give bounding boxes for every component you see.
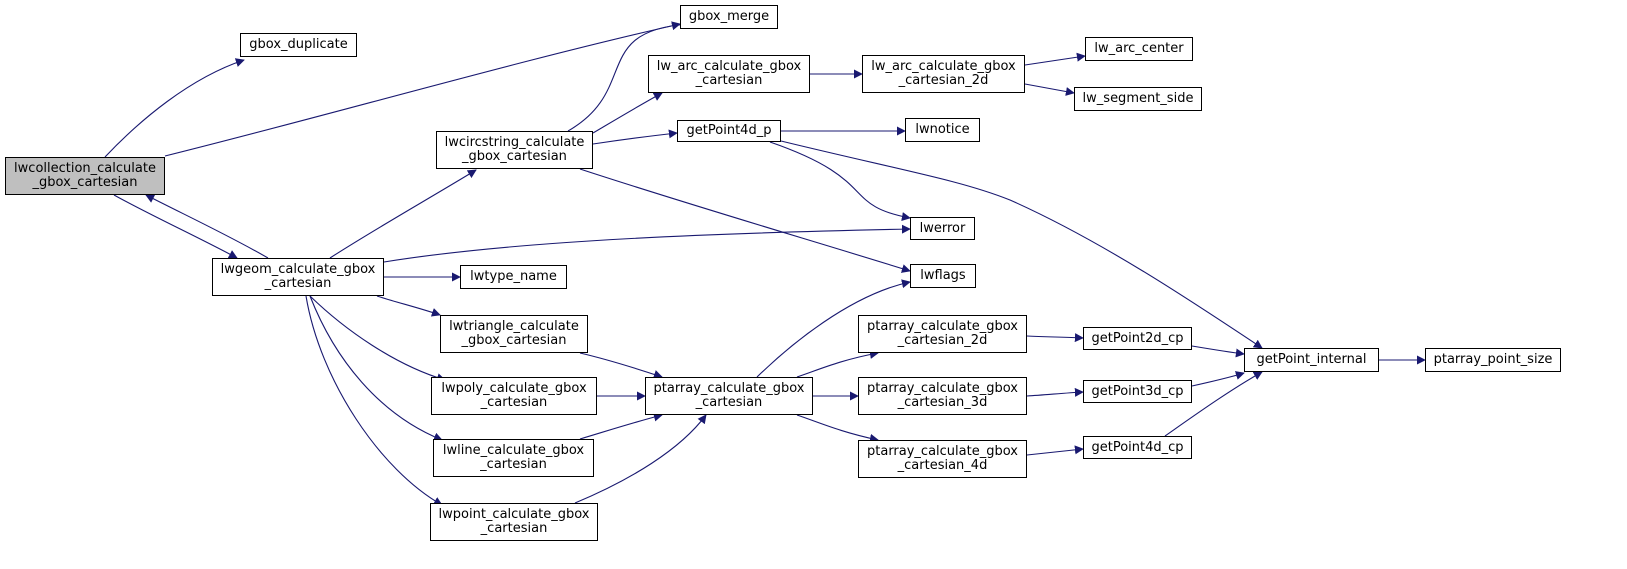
node-getpoint3d-cp[interactable]: getPoint3d_cp bbox=[1083, 380, 1192, 403]
node-label: gbox_duplicate bbox=[249, 37, 348, 52]
node-label: ptarray_calculate_gbox_cartesian_3d bbox=[867, 381, 1018, 410]
node-label: lwnotice bbox=[915, 122, 970, 137]
node-label: lw_arc_calculate_gbox_cartesian_2d bbox=[871, 59, 1016, 88]
edge-getpoint3d-cp-to-getpoint-internal bbox=[1191, 371, 1245, 387]
edge-lwline-to-ptarray-calc bbox=[579, 412, 663, 440]
node-lw-arc-calculate-gbox-cartesian[interactable]: lw_arc_calculate_gbox_cartesian bbox=[648, 55, 810, 93]
node-label: ptarray_calculate_gbox_cartesian_2d bbox=[867, 319, 1018, 348]
node-label: lwgeom_calculate_gbox_cartesian bbox=[220, 262, 376, 291]
edge-lwgeom-to-lwcircstring bbox=[329, 169, 477, 259]
edge-lwgeom-to-lwtriangle bbox=[376, 295, 441, 317]
node-lwflags[interactable]: lwflags bbox=[910, 264, 976, 288]
node-getpoint-internal[interactable]: getPoint_internal bbox=[1244, 348, 1379, 372]
node-label: getPoint_internal bbox=[1256, 352, 1367, 367]
node-lw-arc-center[interactable]: lw_arc_center bbox=[1085, 37, 1193, 61]
node-lwerror[interactable]: lwerror bbox=[910, 217, 975, 240]
node-label: getPoint3d_cp bbox=[1091, 383, 1184, 399]
node-lwtype-name[interactable]: lwtype_name bbox=[460, 265, 567, 289]
node-label: lwcollection_calculate_gbox_cartesian bbox=[14, 161, 156, 190]
node-gbox-merge[interactable]: gbox_merge bbox=[680, 5, 778, 29]
node-label: lwtriangle_calculate_gbox_cartesian bbox=[449, 319, 579, 348]
node-lwpoly-calculate-gbox-cartesian[interactable]: lwpoly_calculate_gbox_cartesian bbox=[431, 377, 597, 415]
node-label: ptarray_point_size bbox=[1433, 352, 1553, 367]
node-label: lwpoint_calculate_gbox_cartesian bbox=[438, 507, 590, 536]
edge-lwgeom-to-lwcollection bbox=[145, 194, 269, 259]
node-lw-segment-side[interactable]: lw_segment_side bbox=[1074, 87, 1202, 111]
edge-lwgeom-to-lwpoly bbox=[309, 295, 446, 382]
edge-lwcircstring-to-getpoint4d-p bbox=[592, 129, 678, 145]
edge-getpoint4d-cp-to-getpoint-internal bbox=[1164, 371, 1263, 437]
edge-getpoint4d-p-to-lwerror bbox=[769, 141, 911, 221]
node-ptarray-calculate-gbox-cartesian-4d[interactable]: ptarray_calculate_gbox_cartesian_4d bbox=[858, 440, 1027, 478]
edge-lw-arc-calc-2d-to-lw-arc-center bbox=[1024, 52, 1086, 66]
node-ptarray-calculate-gbox-cartesian-2d[interactable]: ptarray_calculate_gbox_cartesian_2d bbox=[858, 315, 1027, 353]
node-label: ptarray_calculate_gbox_cartesian_4d bbox=[867, 444, 1018, 473]
edge-lwcircstring-to-lw-arc-calc bbox=[592, 92, 663, 134]
node-label: getPoint4d_cp bbox=[1091, 439, 1184, 455]
edge-lwtriangle-to-ptarray-calc bbox=[579, 352, 663, 379]
node-label: ptarray_calculate_gbox_cartesian bbox=[653, 381, 805, 410]
node-lwcollection-calculate-gbox-cartesian[interactable]: lwcollection_calculate_gbox_cartesian bbox=[5, 157, 165, 195]
edge-lwgeom-to-lwerror bbox=[383, 224, 911, 263]
node-label: lw_arc_calculate_gbox_cartesian bbox=[656, 59, 802, 88]
edge-lw-arc-calc-2d-to-lw-segment-side bbox=[1024, 83, 1075, 96]
node-label: lwtype_name bbox=[470, 269, 557, 284]
node-lw-arc-calculate-gbox-cartesian-2d[interactable]: lw_arc_calculate_gbox_cartesian_2d bbox=[862, 55, 1025, 93]
node-getpoint4d-cp[interactable]: getPoint4d_cp bbox=[1083, 436, 1192, 459]
edge-ptarray-calc-to-ptarray-4d bbox=[796, 414, 879, 443]
node-getpoint2d-cp[interactable]: getPoint2d_cp bbox=[1083, 327, 1192, 350]
node-label: lwpoly_calculate_gbox_cartesian bbox=[441, 381, 587, 410]
node-label: lwcircstring_calculate_gbox_cartesian bbox=[444, 135, 585, 164]
node-lwgeom-calculate-gbox-cartesian[interactable]: lwgeom_calculate_gbox_cartesian bbox=[212, 258, 384, 296]
node-lwnotice[interactable]: lwnotice bbox=[905, 118, 980, 142]
node-label: getPoint2d_cp bbox=[1091, 330, 1184, 346]
node-lwline-calculate-gbox-cartesian[interactable]: lwline_calculate_gbox_cartesian bbox=[433, 439, 594, 477]
node-label: lwline_calculate_gbox_cartesian bbox=[442, 443, 585, 472]
node-label: lwerror bbox=[919, 220, 966, 236]
edge-lwgeom-to-lwline bbox=[309, 295, 443, 442]
edge-lwcircstring-to-gbox-merge bbox=[567, 19, 691, 132]
node-label: lw_segment_side bbox=[1082, 91, 1194, 106]
node-ptarray-calculate-gbox-cartesian[interactable]: ptarray_calculate_gbox_cartesian bbox=[645, 377, 813, 415]
edge-ptarray-2d-to-getpoint2d-cp bbox=[1026, 333, 1084, 343]
edge-lwpoint-to-ptarray-calc bbox=[574, 414, 707, 504]
node-label: getPoint4d_p bbox=[686, 123, 772, 138]
edge-getpoint4d-p-to-getpoint-internal bbox=[780, 140, 1263, 349]
node-lwcircstring-calculate-gbox-cartesian[interactable]: lwcircstring_calculate_gbox_cartesian bbox=[436, 131, 593, 169]
edge-lwcollection-to-gbox-merge bbox=[164, 21, 681, 157]
edge-ptarray-3d-to-getpoint3d-cp bbox=[1026, 387, 1084, 397]
node-gbox-duplicate[interactable]: gbox_duplicate bbox=[240, 33, 357, 57]
node-ptarray-point-size[interactable]: ptarray_point_size bbox=[1425, 348, 1561, 372]
edge-lwcircstring-to-lwflags bbox=[579, 168, 911, 273]
node-getpoint4d-p[interactable]: getPoint4d_p bbox=[677, 120, 781, 142]
node-ptarray-calculate-gbox-cartesian-3d[interactable]: ptarray_calculate_gbox_cartesian_3d bbox=[858, 377, 1027, 415]
node-label: lwflags bbox=[920, 268, 966, 283]
edge-lwgeom-to-lwpoint bbox=[305, 295, 443, 506]
edge-getpoint2d-cp-to-getpoint-internal bbox=[1191, 345, 1245, 358]
edge-lwcollection-to-lwgeom bbox=[113, 194, 238, 259]
edge-lwcollection-to-gbox-duplicate bbox=[104, 58, 245, 158]
node-label: gbox_merge bbox=[688, 9, 770, 24]
node-label: lw_arc_center bbox=[1094, 41, 1184, 56]
edge-ptarray-4d-to-getpoint4d-cp bbox=[1026, 445, 1084, 456]
edge-ptarray-calc-to-ptarray-2d bbox=[796, 350, 879, 378]
edge-ptarray-calc-to-lwflags bbox=[756, 279, 911, 378]
node-lwpoint-calculate-gbox-cartesian[interactable]: lwpoint_calculate_gbox_cartesian bbox=[430, 503, 598, 541]
node-lwtriangle-calculate-gbox-cartesian[interactable]: lwtriangle_calculate_gbox_cartesian bbox=[440, 315, 588, 353]
